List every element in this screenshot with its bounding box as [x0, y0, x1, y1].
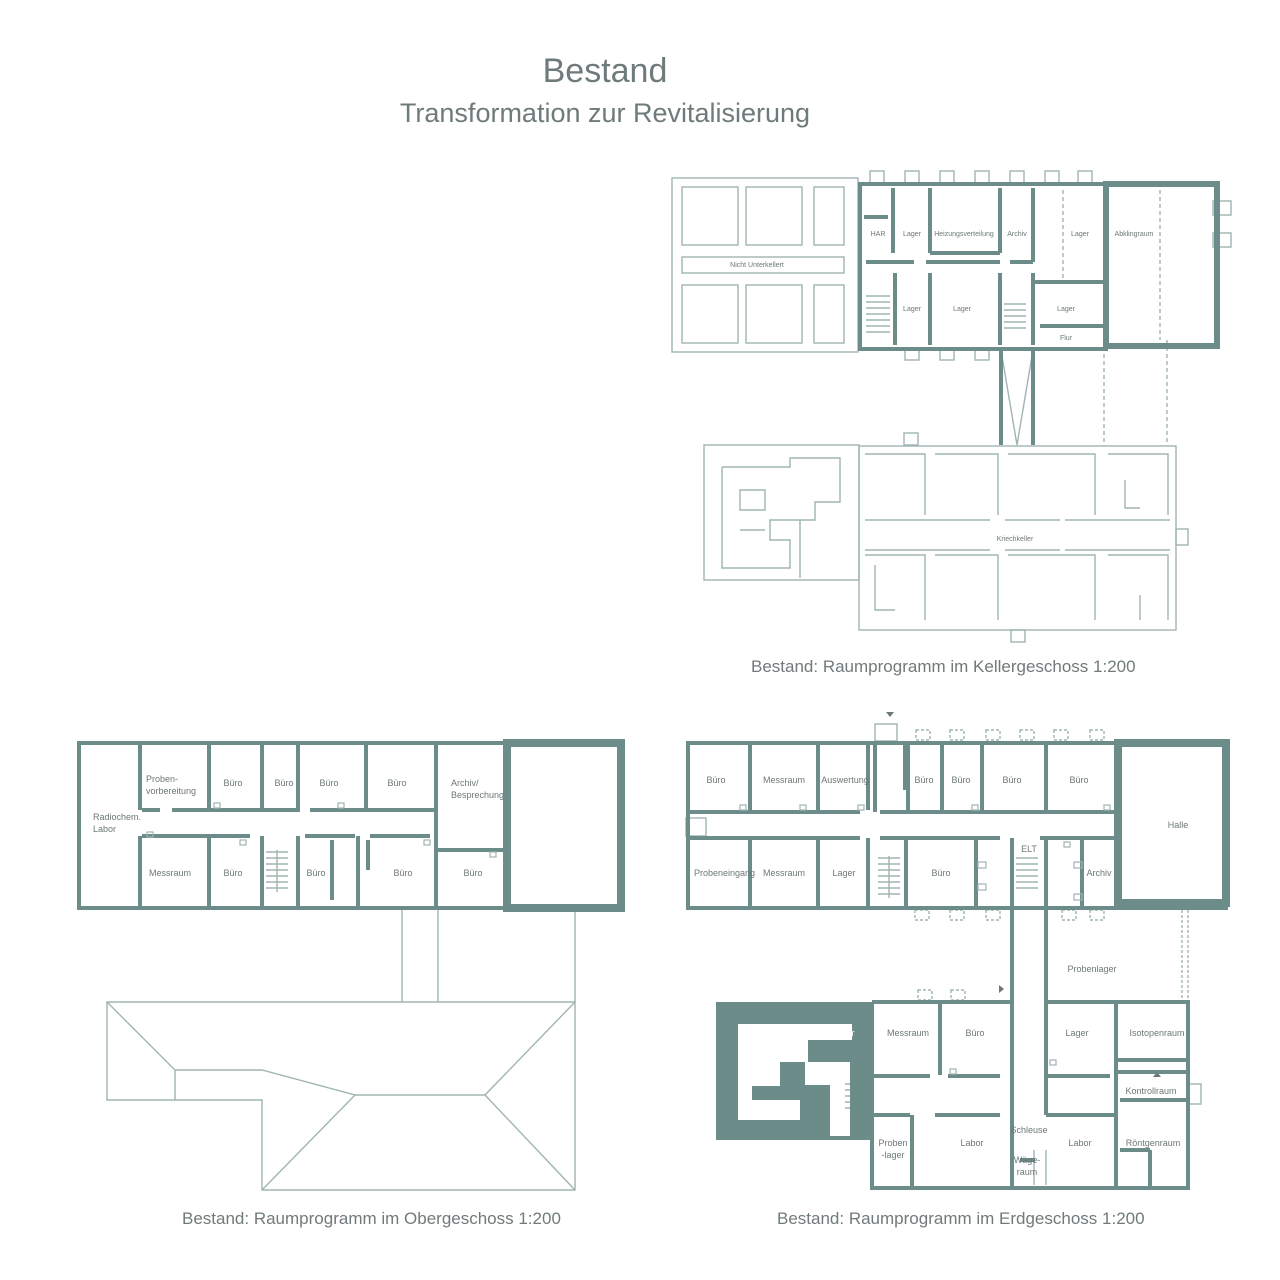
ober-buero4-label: Büro	[387, 778, 406, 788]
keller-flur-label: Flur	[1060, 335, 1073, 342]
erd-mess1-label: Messraum	[763, 775, 805, 785]
erd-ausw-label: Auswertung	[821, 775, 869, 785]
keller-lager2-label: Lager	[1071, 231, 1090, 238]
erd-buero2-label: Büro	[914, 775, 933, 785]
erd-caption: Bestand: Raumprogramm im Erdgeschoss 1:2…	[777, 1209, 1145, 1228]
ober-buero7-label: Büro	[393, 868, 412, 878]
page-title: Bestand	[542, 52, 668, 90]
erd-archiv-label: Archiv	[1086, 868, 1112, 878]
erd-pl1-label: Proben	[878, 1138, 907, 1148]
erd-isotopen-label: Isotopenraum	[1129, 1028, 1184, 1038]
erd-waege2-label: raum	[1017, 1167, 1038, 1177]
ober-buero8-label: Büro	[463, 868, 482, 878]
erd-waege1-label: Wäge-	[1014, 1155, 1041, 1165]
erd-kontroll-label: Kontrollraum	[1125, 1086, 1176, 1096]
keller-har-label: HAR	[871, 231, 886, 238]
erd-plan: Büro Messraum Auswertung Büro Büro Büro …	[685, 712, 1230, 1190]
ober-buero1-label: Büro	[223, 778, 242, 788]
keller-caption: Bestand: Raumprogramm im Kellergeschoss …	[751, 657, 1136, 676]
keller-plan: HAR Lager Heizungsverteilung Archiv Lage…	[671, 170, 1232, 643]
erd-elt-label: ELT	[1021, 844, 1037, 854]
ober-radio1-label: Radiochem.	[93, 812, 141, 822]
erd-buero7-label: Büro	[965, 1028, 984, 1038]
ober-mess-label: Messraum	[149, 868, 191, 878]
keller-abkling-label: Abklingraum	[1115, 231, 1154, 238]
erd-labor1-label: Labor	[960, 1138, 983, 1148]
keller-lager3-label: Lager	[903, 306, 922, 313]
erd-probeneing-label: Probeneingang	[694, 868, 755, 878]
erd-buero6-label: Büro	[931, 868, 950, 878]
erd-mess3-label: Messraum	[887, 1028, 929, 1038]
keller-kriech-label: Kriechkeller	[997, 536, 1034, 543]
ober-proben1-label: Proben-	[146, 774, 178, 784]
erd-buero3-label: Büro	[951, 775, 970, 785]
erd-buero1-label: Büro	[706, 775, 725, 785]
ober-buero2-label: Büro	[274, 778, 293, 788]
erd-mess2-label: Messraum	[763, 868, 805, 878]
erd-radon-label: Radonkammer	[795, 1028, 854, 1038]
erd-buero4-label: Büro	[1002, 775, 1021, 785]
erd-probenlager-label: Probenlager	[1067, 964, 1116, 974]
ober-archiv1-label: Archiv/	[451, 778, 479, 788]
keller-nicht-label: Nicht Unterkellert	[730, 262, 784, 269]
ober-buero6-label: Büro	[306, 868, 325, 878]
erd-roentgen-label: Röntgenraum	[1126, 1138, 1181, 1148]
erd-halle-label: Halle	[1168, 820, 1189, 830]
erd-lager1-label: Lager	[832, 868, 855, 878]
keller-lager1-label: Lager	[903, 231, 922, 238]
ober-buero3-label: Büro	[319, 778, 338, 788]
erd-labor2-label: Labor	[1068, 1138, 1091, 1148]
ober-plan: Radiochem. Labor Proben- vorbereitung Bü…	[75, 739, 625, 1191]
keller-lager4-label: Lager	[953, 306, 972, 313]
ober-proben2-label: vorbereitung	[146, 786, 196, 796]
ober-buero5-label: Büro	[223, 868, 242, 878]
page-subtitle: Transformation zur Revitalisierung	[399, 98, 811, 128]
erd-schleuse-label: Schleuse	[1010, 1125, 1047, 1135]
keller-heizung-label: Heizungsverteilung	[934, 231, 994, 238]
keller-lager5-label: Lager	[1057, 306, 1076, 313]
keller-archiv-label: Archiv	[1007, 231, 1027, 238]
erd-lager2-label: Lager	[1065, 1028, 1088, 1038]
erd-buero5-label: Büro	[1069, 775, 1088, 785]
erd-pl2-label: -lager	[881, 1150, 904, 1160]
ober-radio2-label: Labor	[93, 824, 116, 834]
ober-caption: Bestand: Raumprogramm im Obergeschoss 1:…	[182, 1209, 561, 1228]
ober-archiv2-label: Besprechung	[451, 790, 504, 800]
